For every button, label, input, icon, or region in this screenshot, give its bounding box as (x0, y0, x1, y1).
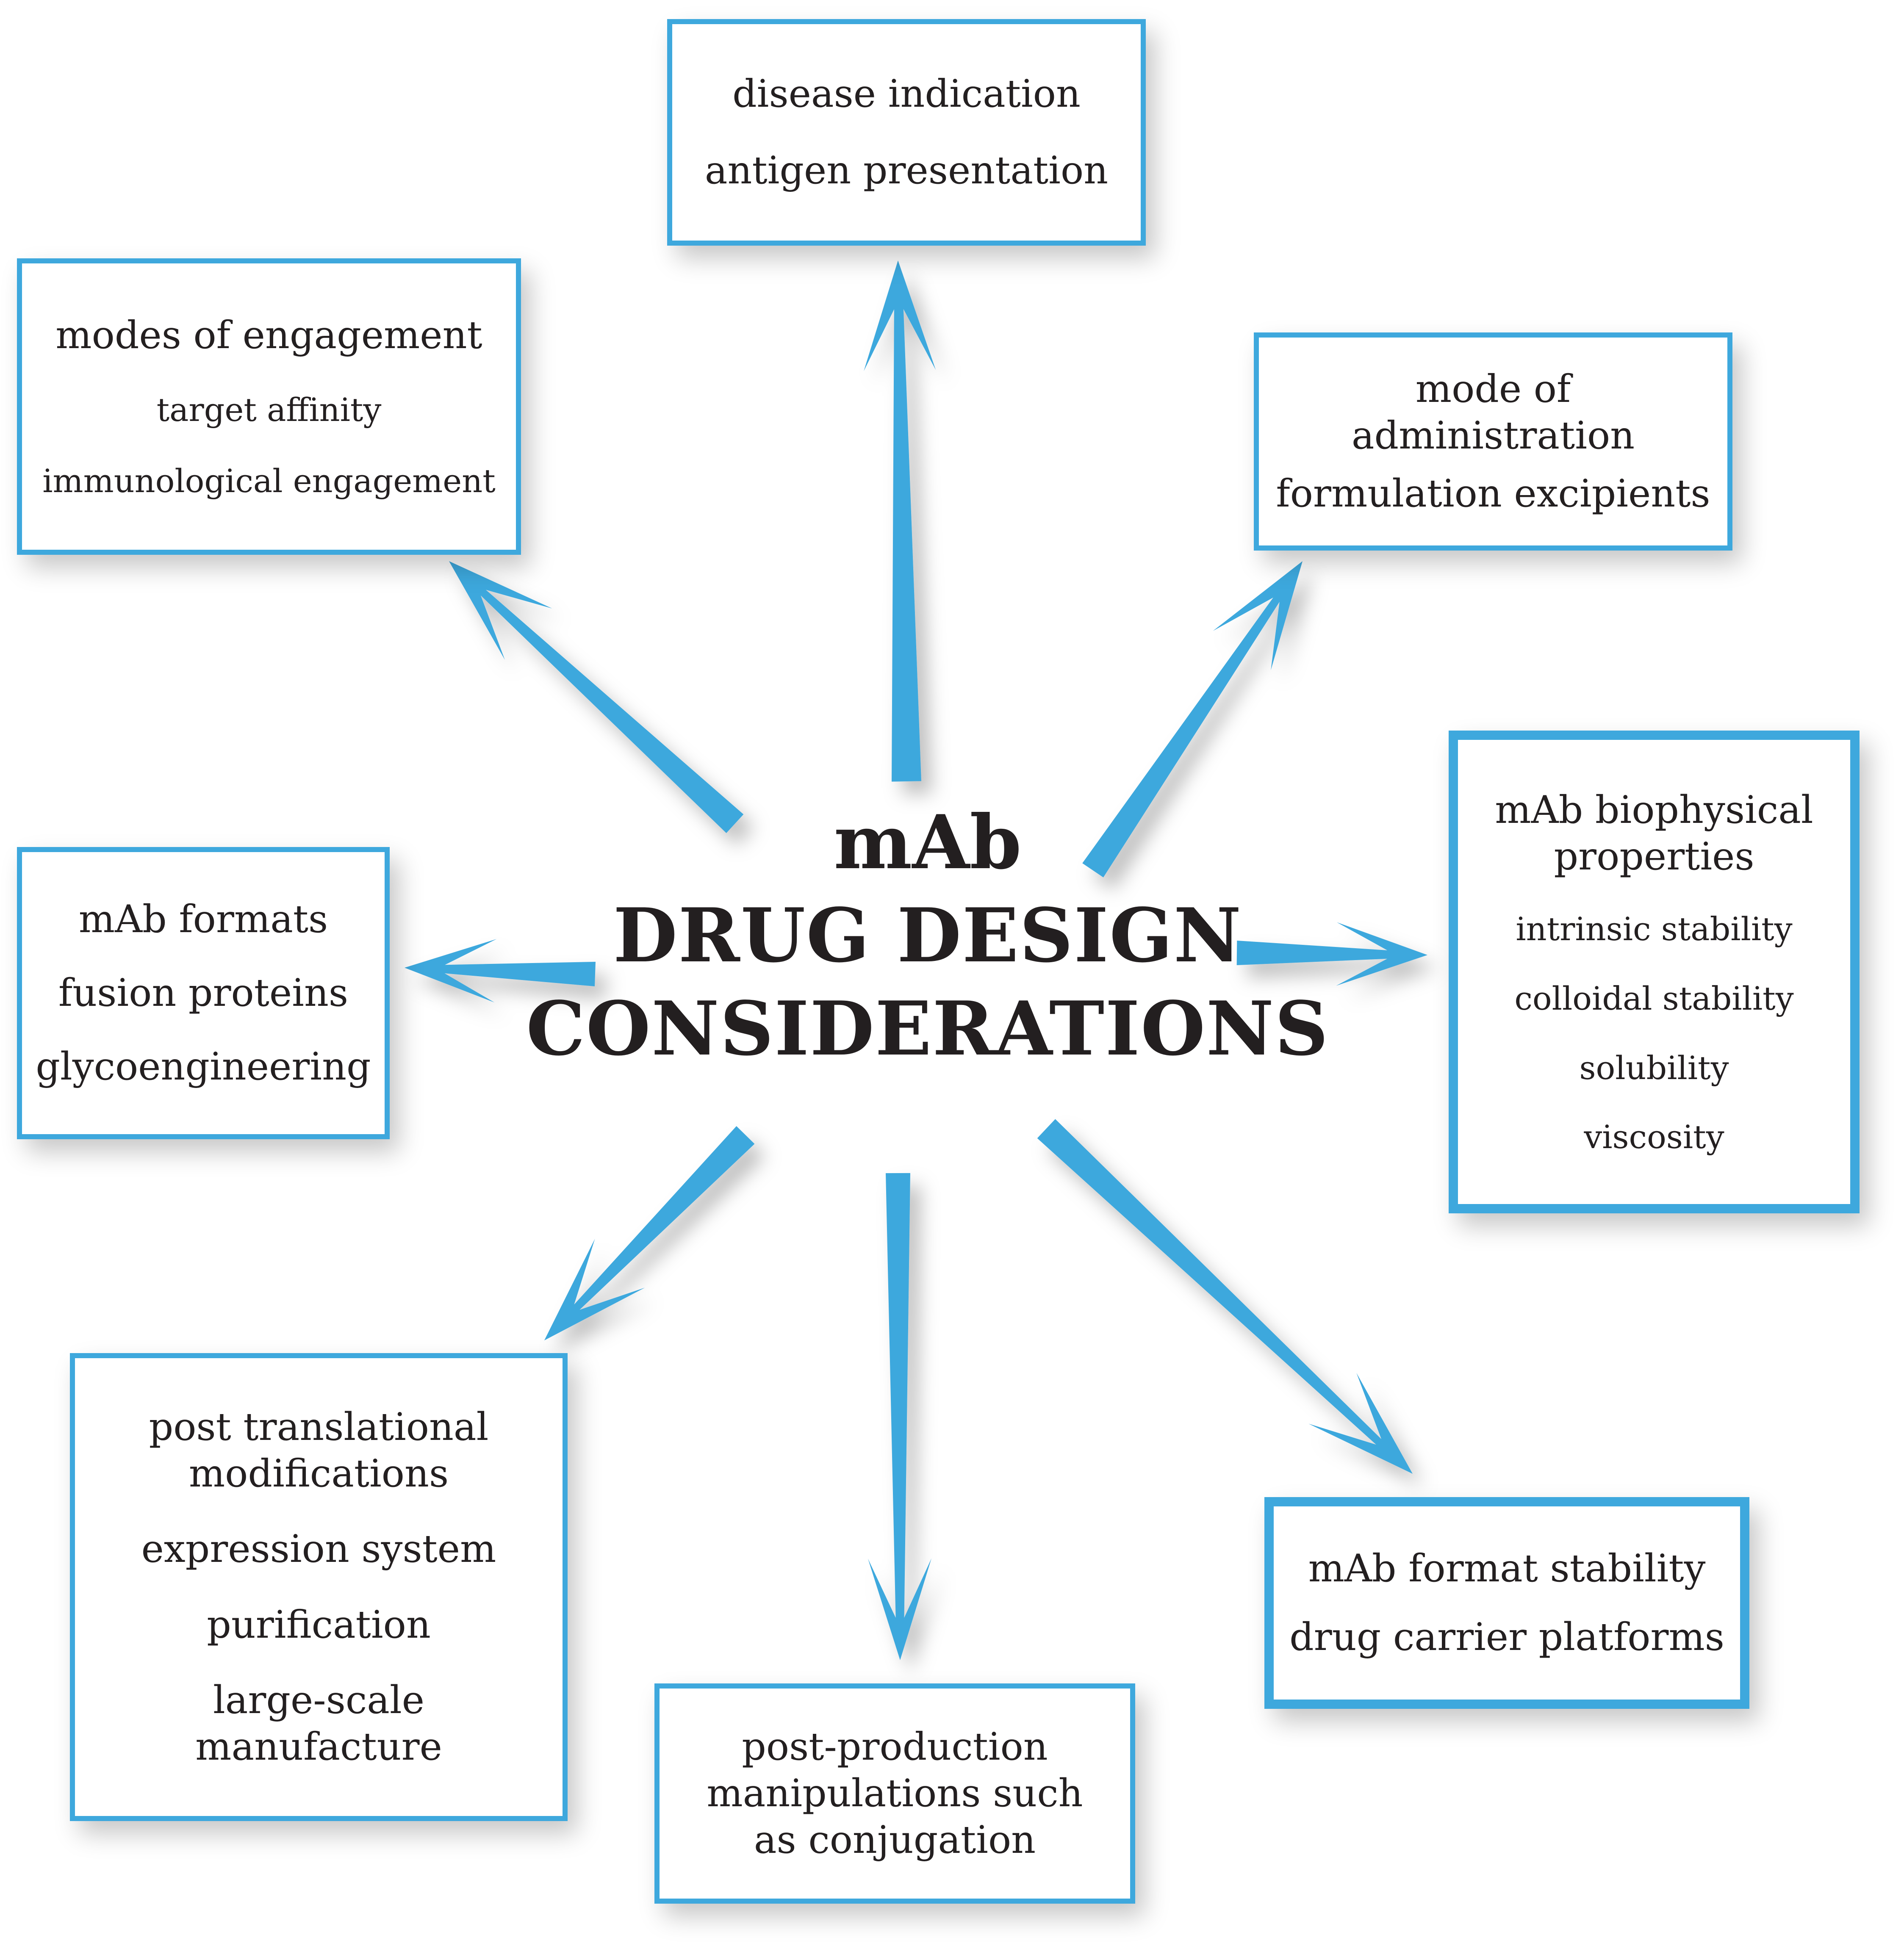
label-expression-system: expression system (141, 1527, 496, 1572)
box-post-production: post-production manipulations such as co… (654, 1683, 1135, 1904)
arrow-to-top-left (449, 561, 744, 833)
center-title-line-2: DRUG DESIGN (613, 892, 1242, 979)
label-glycoengineering: glycoengineering (36, 1044, 371, 1089)
arrow-to-bottom-left (544, 1126, 755, 1340)
label-mab-format-stability: mAb format stability (1308, 1546, 1706, 1591)
label-target-affinity: target affinity (156, 391, 382, 429)
label-mode-of-administration: mode of administration (1351, 367, 1635, 458)
label-viscosity: viscosity (1584, 1118, 1724, 1156)
label-modes-of-engagement: modes of engagement (55, 313, 482, 358)
box-manufacture: post translational modifications express… (70, 1353, 568, 1821)
label-solubility: solubility (1579, 1049, 1729, 1087)
label-disease-indication: disease indication (732, 72, 1081, 116)
label-colloidal-stability: colloidal stability (1514, 980, 1794, 1018)
center-title: mAb DRUG DESIGN CONSIDERATIONS (483, 796, 1372, 1076)
arrow-to-bottom-right (1037, 1119, 1413, 1474)
arrow-to-right (1236, 922, 1427, 986)
label-purification: purification (207, 1602, 431, 1647)
box-format-stability: mAb format stability drug carrier platfo… (1264, 1497, 1749, 1709)
box-biophysical-properties: mAb biophysical properties intrinsic sta… (1449, 731, 1860, 1213)
box-disease-antigen: disease indication antigen presentation (667, 19, 1146, 246)
arrow-to-top-right (1082, 561, 1303, 877)
arrow-to-bottom (868, 1173, 931, 1660)
label-antigen-presentation: antigen presentation (704, 148, 1109, 193)
label-large-scale-manufacture: large-scale manufacture (195, 1677, 442, 1769)
label-drug-carrier-platforms: drug carrier platforms (1289, 1615, 1724, 1660)
label-mab-biophysical-properties: mAb biophysical properties (1495, 787, 1813, 879)
label-post-translational-modifications: post translational modifications (149, 1405, 489, 1496)
box-mab-formats: mAb formats fusion proteins glycoenginee… (17, 847, 390, 1139)
arrow-to-top (864, 260, 936, 782)
label-post-production-manipulations: post-production manipulations such as co… (707, 1725, 1083, 1862)
label-intrinsic-stability: intrinsic stability (1516, 910, 1793, 948)
arrow-to-left (405, 939, 596, 1003)
label-formulation-excipients: formulation excipients (1276, 471, 1710, 516)
label-fusion-proteins: fusion proteins (58, 971, 349, 1016)
box-administration: mode of administration formulation excip… (1254, 332, 1732, 551)
label-immunological-engagement: immunological engagement (42, 462, 496, 500)
box-modes-of-engagement: modes of engagement target affinity immu… (17, 258, 521, 555)
center-title-line-1: mAb (834, 799, 1022, 886)
label-mab-formats: mAb formats (78, 897, 328, 942)
center-title-line-3: CONSIDERATIONS (526, 985, 1329, 1072)
